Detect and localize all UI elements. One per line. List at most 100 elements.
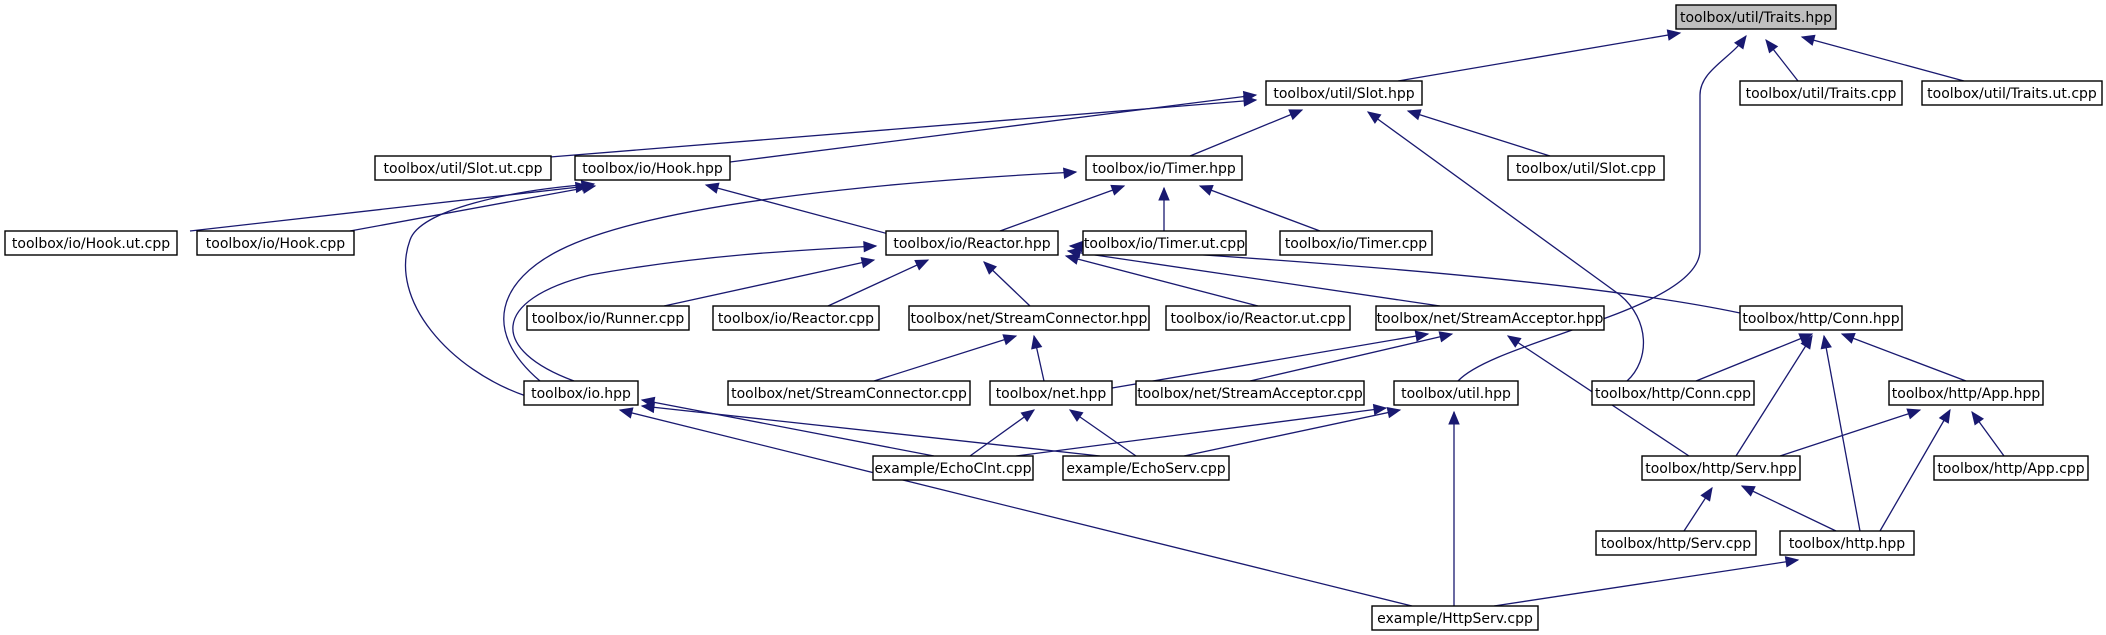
edge-streamconnector-cpp-includes-streamconnector-hpp (873, 334, 1018, 382)
arrowhead (1288, 109, 1304, 121)
node-traits-ut-cpp[interactable]: toolbox/util/Traits.ut.cpp (1921, 80, 2103, 106)
arrowhead (914, 259, 930, 271)
node-label: toolbox/io/Timer.ut.cpp (1084, 236, 1245, 252)
node-label: toolbox/io/Timer.hpp (1092, 161, 1236, 177)
node-label: toolbox/net/StreamConnector.cpp (731, 386, 967, 402)
node-label: toolbox/http/Serv.hpp (1645, 461, 1797, 477)
node-label: toolbox/util/Traits.cpp (1746, 86, 1897, 102)
edge-reactor-hpp-includes-hook-hpp (704, 182, 897, 237)
edge-echoserv-cpp-includes-util-hpp (1183, 406, 1402, 457)
node-hook-cpp[interactable]: toolbox/io/Hook.cpp (196, 230, 355, 256)
node-box (1739, 305, 1903, 331)
node-label: toolbox/io/Hook.cpp (206, 236, 346, 252)
node-label: toolbox/io/Reactor.cpp (718, 311, 874, 327)
arrowhead (1971, 410, 1985, 426)
edge-io-hpp-includes-hook-hpp (404, 180, 596, 397)
edge-streamconnector-hpp-includes-reactor-hpp (983, 261, 1031, 307)
arrowhead (1506, 335, 1522, 348)
arrowhead (1002, 334, 1018, 346)
arrowhead (1406, 109, 1422, 121)
node-traits-cpp[interactable]: toolbox/util/Traits.cpp (1739, 80, 1903, 106)
node-hook-hpp[interactable]: toolbox/io/Hook.hpp (574, 155, 731, 181)
node-net-hpp[interactable]: toolbox/net.hpp (989, 380, 1113, 406)
node-traits-hpp[interactable]: toolbox/util/Traits.hpp (1675, 4, 1837, 30)
node-label: toolbox/http/Conn.hpp (1742, 311, 1899, 327)
node-conn-cpp[interactable]: toolbox/http/Conn.cpp (1591, 380, 1755, 406)
node-reactor-hpp[interactable]: toolbox/io/Reactor.hpp (885, 230, 1059, 256)
node-box (989, 380, 1113, 406)
node-box (1933, 455, 2089, 481)
node-conn-hpp[interactable]: toolbox/http/Conn.hpp (1739, 305, 1903, 331)
edge-slot-ut-cpp-includes-slot-hpp (549, 95, 1258, 158)
arrowhead (1733, 34, 1747, 50)
arrowhead (1800, 34, 1816, 46)
edge-http-hpp-includes-conn-hpp (1820, 334, 1861, 532)
node-app-hpp[interactable]: toolbox/http/App.hpp (1888, 380, 2044, 406)
edge-reactor-ut-cpp-includes-reactor-hpp (1064, 253, 1259, 307)
node-streamacceptor-hpp[interactable]: toolbox/net/StreamAcceptor.hpp (1375, 305, 1605, 331)
node-label: toolbox/util/Slot.hpp (1273, 86, 1414, 102)
edge-http-hpp-includes-serv-hpp (1740, 485, 1837, 532)
edge-reactor-cpp-includes-reactor-hpp (827, 259, 930, 307)
node-app-cpp[interactable]: toolbox/http/App.cpp (1933, 455, 2089, 481)
arrowhead (1064, 253, 1080, 265)
node-box (1279, 230, 1433, 256)
arrowhead (1242, 90, 1258, 103)
node-label: toolbox/io/Runner.cpp (532, 311, 685, 327)
node-slot-ut-cpp[interactable]: toolbox/util/Slot.ut.cpp (374, 155, 552, 181)
arrowhead (580, 180, 596, 192)
node-timer-cpp[interactable]: toolbox/io/Timer.cpp (1279, 230, 1433, 256)
edge-util-hpp-includes-traits-hpp (1457, 34, 1747, 382)
edge-serv-hpp-includes-app-hpp (1779, 408, 1922, 457)
node-echoclnt-cpp[interactable]: example/EchoClnt.cpp (872, 455, 1034, 481)
arrowhead (1800, 334, 1813, 350)
edge-serv-cpp-includes-serv-hpp (1683, 486, 1713, 532)
node-echoserv-cpp[interactable]: example/EchoServ.cpp (1062, 455, 1230, 481)
node-label: toolbox/util/Traits.hpp (1680, 10, 1832, 26)
node-serv-cpp[interactable]: toolbox/http/Serv.cpp (1595, 530, 1757, 556)
node-box (1265, 80, 1423, 106)
arrowhead (983, 261, 998, 275)
node-util-hpp[interactable]: toolbox/util.hpp (1393, 380, 1519, 406)
node-label: toolbox/util/Traits.ut.cpp (1927, 86, 2097, 102)
node-slot-cpp[interactable]: toolbox/util/Slot.cpp (1507, 155, 1665, 181)
node-box (1739, 80, 1903, 106)
node-io-hpp[interactable]: toolbox/io.hpp (523, 380, 639, 406)
node-streamconnector-cpp[interactable]: toolbox/net/StreamConnector.cpp (727, 380, 971, 406)
node-layer: toolbox/util/Traits.hpp toolbox/util/Slot… (4, 4, 2103, 631)
arrowhead (1366, 111, 1382, 124)
arrowhead (1438, 331, 1454, 343)
edge-app-hpp-includes-conn-hpp (1840, 333, 1967, 382)
arrowhead (1666, 29, 1682, 41)
node-label: example/EchoClnt.cpp (875, 461, 1032, 477)
arrowhead (863, 240, 878, 253)
edge-traits-cpp-includes-traits-hpp (1765, 38, 1799, 82)
node-box (1062, 455, 1230, 481)
node-http-hpp[interactable]: toolbox/http.hpp (1779, 530, 1915, 556)
arrowhead (1784, 556, 1800, 568)
node-label: toolbox/http/Conn.cpp (1595, 386, 1751, 402)
node-timer-ut-cpp[interactable]: toolbox/io/Timer.ut.cpp (1082, 230, 1247, 256)
edge-net-hpp-includes-streamconnector-hpp (1031, 334, 1045, 382)
arrowhead (1448, 410, 1460, 425)
node-streamacceptor-cpp[interactable]: toolbox/net/StreamAcceptor.cpp (1135, 380, 1365, 406)
node-httpserv-cpp[interactable]: example/HttpServ.cpp (1371, 605, 1539, 631)
arrowhead (1820, 334, 1832, 350)
arrowhead (1066, 247, 1082, 259)
edge-timer-ut-cpp-includes-timer-hpp (1158, 186, 1170, 231)
node-slot-hpp[interactable]: toolbox/util/Slot.hpp (1265, 80, 1423, 106)
edge-util-hpp-includes-slot-hpp (1366, 111, 1645, 382)
node-label: toolbox/io/Timer.cpp (1285, 236, 1427, 252)
arrowhead (640, 401, 656, 414)
arrowhead (1386, 406, 1402, 419)
node-reactor-cpp[interactable]: toolbox/io/Reactor.cpp (712, 305, 880, 331)
node-hook-ut-cpp[interactable]: toolbox/io/Hook.ut.cpp (4, 230, 178, 256)
node-runner-cpp[interactable]: toolbox/io/Runner.cpp (526, 305, 690, 331)
arrowhead (1031, 334, 1043, 350)
edge-io-hpp-includes-reactor-hpp (512, 240, 878, 382)
node-reactor-ut-cpp[interactable]: toolbox/io/Reactor.ut.cpp (1165, 305, 1351, 331)
node-serv-hpp[interactable]: toolbox/http/Serv.hpp (1641, 455, 1801, 481)
node-box (872, 455, 1034, 481)
node-streamconnector-hpp[interactable]: toolbox/net/StreamConnector.hpp (908, 305, 1150, 331)
node-timer-hpp[interactable]: toolbox/io/Timer.hpp (1085, 155, 1243, 181)
